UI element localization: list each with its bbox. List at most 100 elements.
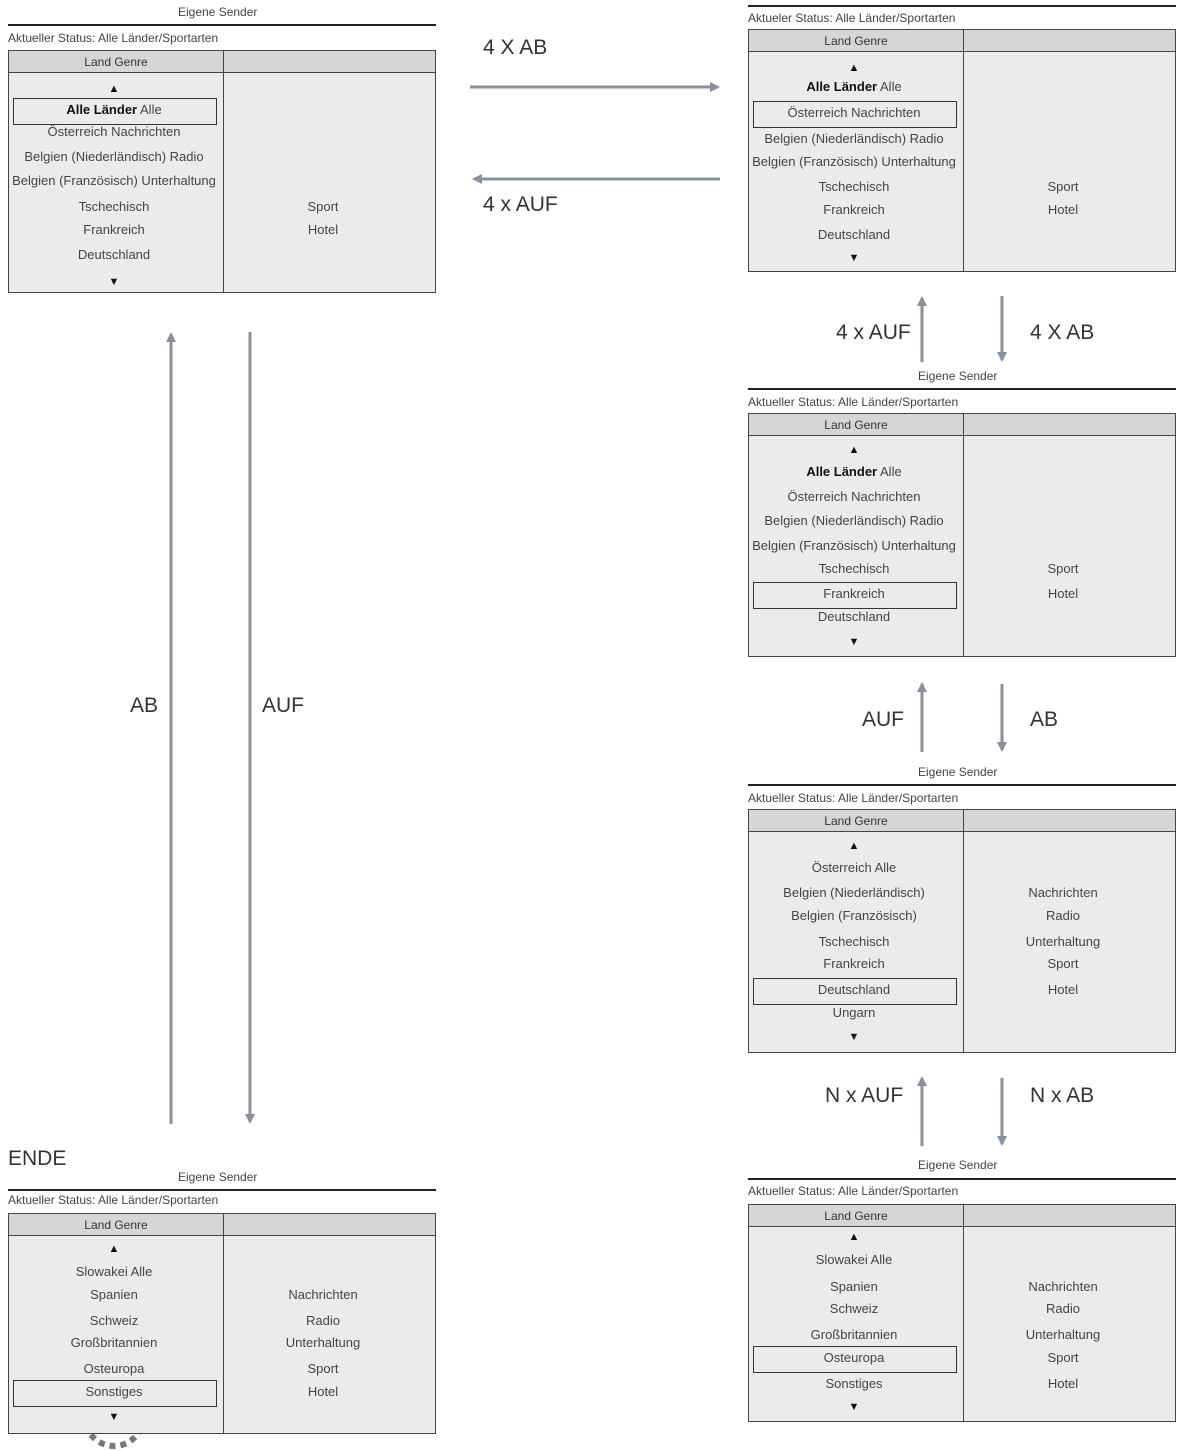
list-item-text: Frankreich bbox=[83, 222, 145, 237]
genre-column-header bbox=[963, 810, 1175, 832]
header-rule bbox=[748, 1178, 1176, 1180]
list-item-text: Spanien bbox=[830, 1279, 878, 1294]
list-item[interactable]: Österreich Nachrichten bbox=[788, 489, 921, 505]
list-item-text: Belgien (Französisch) Unterhaltung bbox=[752, 154, 956, 169]
scroll-down-icon: ▼ bbox=[848, 1401, 860, 1413]
genre-item[interactable]: Nachrichten bbox=[1028, 1279, 1098, 1294]
genre-item[interactable]: Unterhaltung bbox=[1025, 1327, 1101, 1342]
list-item[interactable]: Tschechisch bbox=[819, 179, 890, 195]
label-4xab-top: 4 X AB bbox=[483, 36, 548, 59]
list-item[interactable]: Osteuropa bbox=[84, 1361, 145, 1377]
list-item-text: Schweiz bbox=[89, 1313, 139, 1328]
list-item[interactable]: Belgien (Niederländisch) Radio bbox=[764, 513, 943, 529]
list-item[interactable]: Frankreich bbox=[823, 586, 884, 602]
scroll-up-icon: ▲ bbox=[108, 83, 120, 95]
list-item[interactable]: Belgien (Französisch) Unterhaltung bbox=[752, 154, 956, 170]
list-item-text: Slowakei Alle bbox=[815, 1252, 893, 1267]
column-header: Land Genre bbox=[749, 30, 963, 52]
list-item-text: Deutschland bbox=[817, 609, 891, 624]
genre-item[interactable]: Hotel bbox=[1047, 202, 1079, 217]
list-item-text: Frankreich bbox=[823, 202, 885, 217]
genre-item[interactable]: Nachrichten bbox=[1028, 885, 1098, 900]
label-auf-left: AUF bbox=[262, 694, 304, 717]
label-r2-up: AUF bbox=[862, 708, 904, 731]
header-rule bbox=[8, 24, 436, 26]
genre-item[interactable]: Hotel bbox=[1047, 982, 1079, 997]
list-item[interactable]: Schweiz bbox=[830, 1301, 878, 1317]
list-item[interactable]: Alle Länder Alle bbox=[66, 102, 161, 118]
list-item-text: Tschechisch bbox=[818, 561, 890, 576]
genre-item[interactable]: Unterhaltung bbox=[285, 1335, 361, 1350]
genre-item[interactable]: Sport bbox=[1047, 1350, 1079, 1365]
list-item-text: Belgien (Niederländisch) Radio bbox=[24, 149, 204, 164]
list-item[interactable]: Österreich Alle bbox=[812, 860, 897, 876]
list-item[interactable]: Belgien (Französisch) bbox=[791, 908, 917, 924]
column-header: Land Genre bbox=[749, 414, 963, 436]
list-item[interactable]: Großbritannien bbox=[811, 1327, 898, 1343]
list-item[interactable]: Deutschland bbox=[818, 609, 890, 625]
list-item[interactable]: Alle Länder Alle bbox=[806, 79, 901, 95]
list-item[interactable]: Sonstiges bbox=[85, 1384, 142, 1400]
list-item-text: Osteuropa bbox=[823, 1350, 885, 1365]
list-item[interactable]: Belgien (Französisch) Unterhaltung bbox=[12, 173, 216, 189]
column-divider bbox=[223, 51, 224, 292]
list-item-text: Belgien (Niederländisch) Radio bbox=[764, 131, 944, 146]
list-item-text: Deutschland bbox=[817, 982, 891, 997]
list-item[interactable]: Deutschland bbox=[78, 247, 150, 263]
genre-item[interactable]: Sport bbox=[1047, 179, 1079, 194]
list-item[interactable]: Ungarn bbox=[833, 1005, 876, 1021]
list-item[interactable]: Deutschland bbox=[818, 227, 890, 243]
list-item-text: Sonstiges bbox=[85, 1384, 143, 1399]
list-item[interactable]: Österreich Nachrichten bbox=[788, 105, 921, 121]
genre-item[interactable]: Hotel bbox=[1047, 1376, 1079, 1391]
list-item[interactable]: Österreich Nachrichten bbox=[48, 124, 181, 140]
genre-item[interactable]: Hotel bbox=[1047, 586, 1079, 601]
genre-item[interactable]: Radio bbox=[1046, 1301, 1080, 1316]
column-divider bbox=[963, 810, 964, 1052]
list-item[interactable]: Großbritannien bbox=[71, 1335, 158, 1351]
list-item-text: Alle bbox=[877, 464, 902, 479]
genre-column-header bbox=[223, 51, 435, 73]
list-item[interactable]: Slowakei Alle bbox=[76, 1264, 153, 1280]
channel-list-panel: Land Genre bbox=[8, 50, 436, 293]
genre-item[interactable]: Nachrichten bbox=[288, 1287, 358, 1302]
column-header-label: Land Genre bbox=[824, 34, 888, 48]
list-item[interactable]: Belgien (Französisch) Unterhaltung bbox=[752, 538, 956, 554]
channel-list-panel: Land Genre bbox=[748, 29, 1176, 272]
list-item[interactable]: Schweiz bbox=[90, 1313, 138, 1329]
list-item[interactable]: Spanien bbox=[830, 1279, 878, 1295]
list-item[interactable]: Frankreich bbox=[823, 956, 884, 972]
selection-box bbox=[13, 1380, 217, 1407]
list-item[interactable]: Frankreich bbox=[823, 202, 884, 218]
genre-column-header bbox=[223, 1214, 435, 1236]
genre-item[interactable]: Hotel bbox=[307, 1384, 339, 1399]
list-item-text: Slowakei Alle bbox=[75, 1264, 153, 1279]
list-item[interactable]: Belgien (Niederländisch) bbox=[783, 885, 925, 901]
genre-item[interactable]: Unterhaltung bbox=[1025, 934, 1101, 949]
genre-item[interactable]: Sport bbox=[1047, 561, 1079, 576]
genre-item[interactable]: Radio bbox=[306, 1313, 340, 1328]
list-item[interactable]: Tschechisch bbox=[79, 199, 150, 215]
list-item[interactable]: Frankreich bbox=[83, 222, 144, 238]
list-item[interactable]: Deutschland bbox=[818, 982, 890, 998]
column-divider bbox=[963, 30, 964, 271]
selection-box bbox=[13, 98, 217, 125]
list-item[interactable]: Spanien bbox=[90, 1287, 138, 1303]
genre-item[interactable]: Hotel bbox=[307, 222, 339, 237]
list-item[interactable]: Slowakei Alle bbox=[816, 1252, 893, 1268]
list-item[interactable]: Belgien (Niederländisch) Radio bbox=[764, 131, 943, 147]
selection-box bbox=[753, 1346, 957, 1373]
list-item[interactable]: Alle Länder Alle bbox=[806, 464, 901, 480]
list-item[interactable]: Osteuropa bbox=[824, 1350, 885, 1366]
list-item[interactable]: Tschechisch bbox=[819, 561, 890, 577]
list-item[interactable]: Sonstiges bbox=[825, 1376, 882, 1392]
list-item[interactable]: Tschechisch bbox=[819, 934, 890, 950]
genre-item[interactable]: Sport bbox=[1047, 956, 1079, 971]
scroll-down-icon: ▼ bbox=[848, 1031, 860, 1043]
list-item-text: Ungarn bbox=[832, 1005, 876, 1020]
genre-item[interactable]: Sport bbox=[307, 1361, 339, 1376]
list-item[interactable]: Belgien (Niederländisch) Radio bbox=[24, 149, 203, 165]
list-item-text: Schweiz bbox=[829, 1301, 879, 1316]
genre-item[interactable]: Radio bbox=[1046, 908, 1080, 923]
genre-item[interactable]: Sport bbox=[307, 199, 339, 214]
